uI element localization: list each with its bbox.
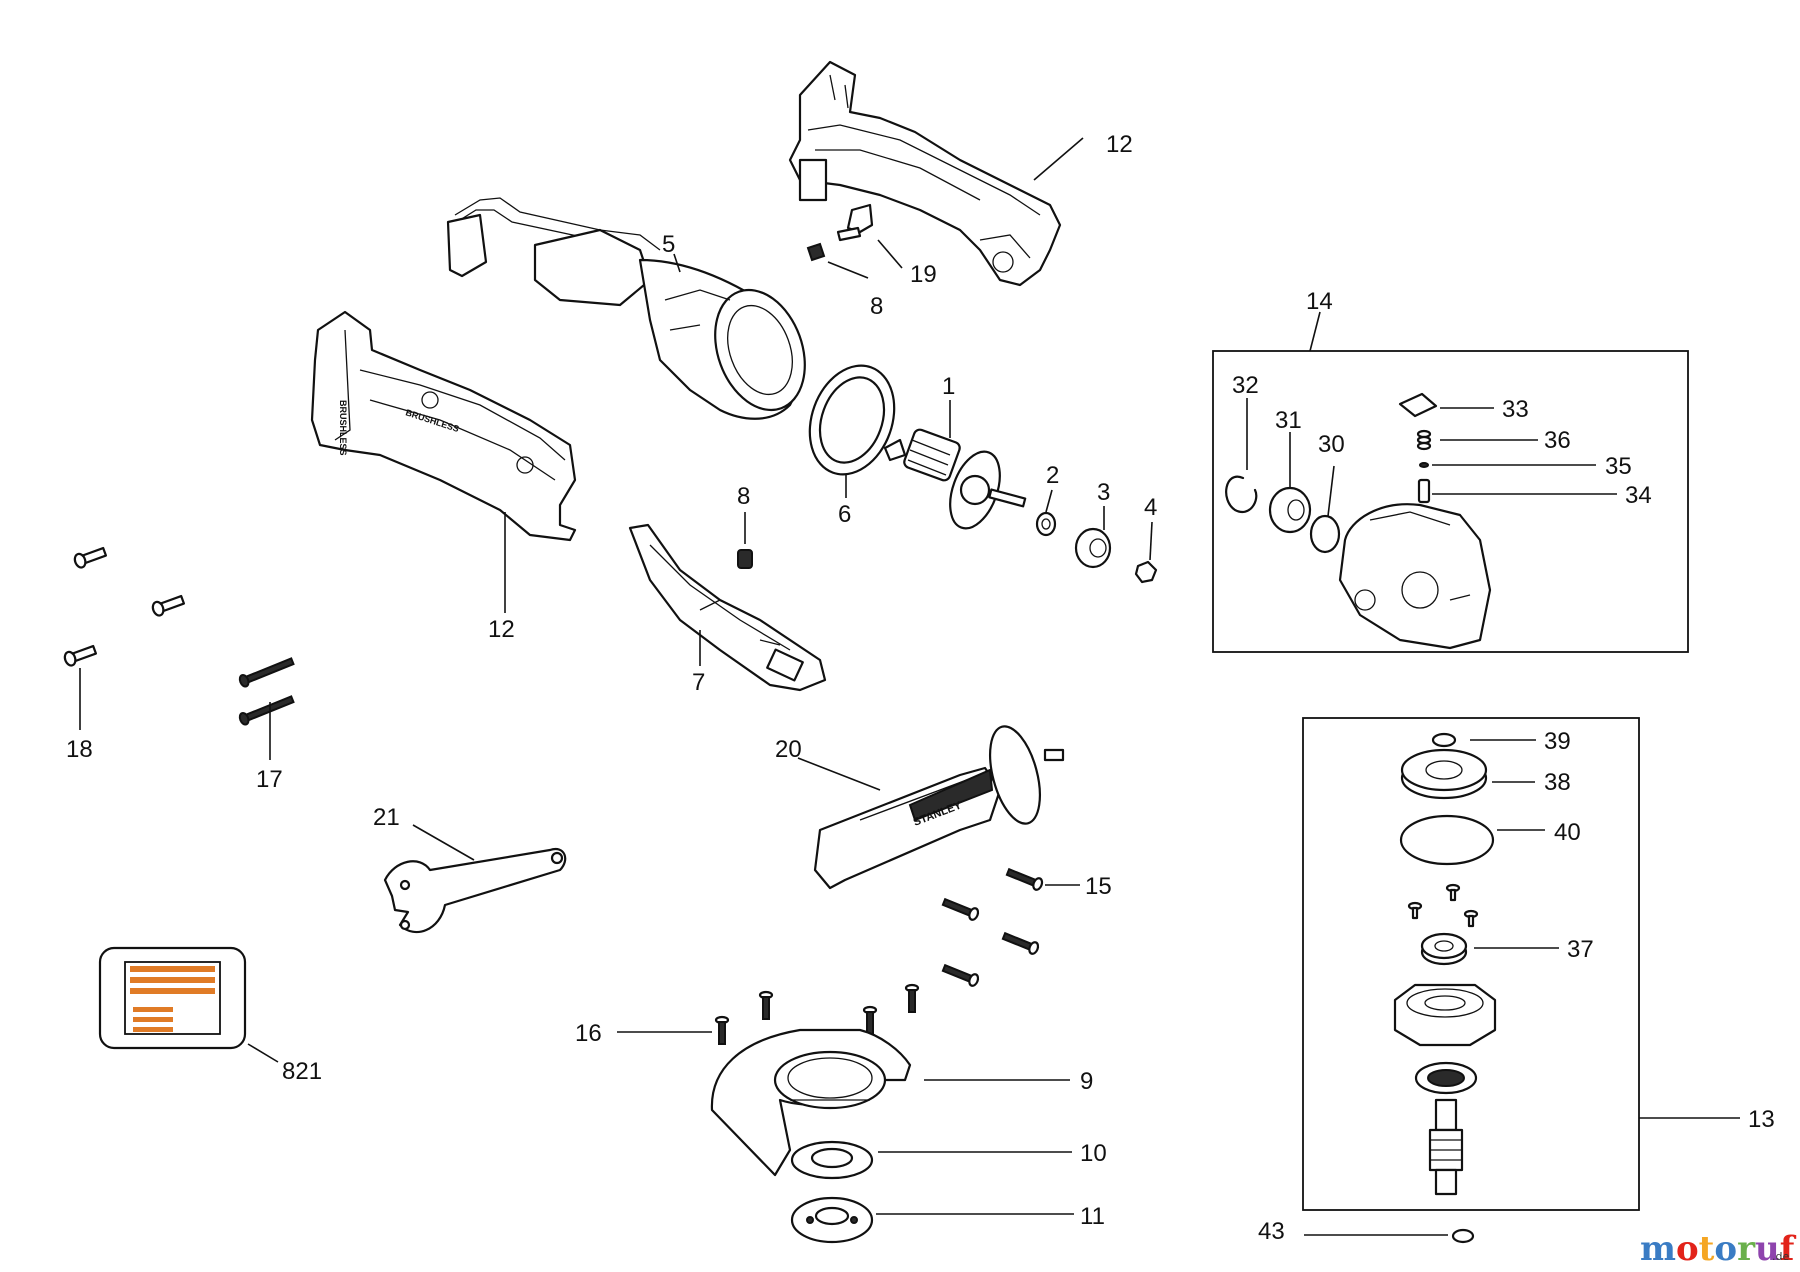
- bearing-37: [1420, 932, 1468, 966]
- sticker-stripe: [130, 966, 215, 972]
- retaining-ring-43: [1451, 1228, 1475, 1244]
- label-38: 38: [1544, 769, 1571, 796]
- label-10: 10: [1080, 1140, 1107, 1167]
- screws-17: [238, 657, 295, 726]
- armature: [883, 428, 1027, 530]
- watermark-letter: f: [1780, 1229, 1797, 1269]
- housing-side-text: BRUSHLESS: [338, 400, 348, 456]
- part-labels: 12 5 19 8 1 2 3 4 6 8 7 12 18 17 21 20 1…: [66, 131, 1775, 1245]
- lock-nut: [790, 1196, 874, 1244]
- washer-2: [1035, 511, 1057, 537]
- label-8-mid: 8: [737, 483, 750, 510]
- label-1: 1: [942, 373, 955, 400]
- label-40: 40: [1554, 819, 1581, 846]
- label-35: 35: [1605, 453, 1632, 480]
- sealing-ring: [808, 364, 896, 476]
- label-37: 37: [1567, 936, 1594, 963]
- bearing-3: [1074, 527, 1112, 569]
- label-12-top: 12: [1106, 131, 1133, 158]
- switch-assembly: [628, 523, 827, 692]
- side-handle: STANLEY: [813, 725, 1065, 890]
- watermark-letter: o: [1714, 1229, 1737, 1269]
- label-21: 21: [373, 804, 400, 831]
- watermark-text: motoruf: [1640, 1229, 1797, 1269]
- spanner-wrench: [383, 847, 567, 934]
- screws-16: [714, 983, 920, 1045]
- label-5: 5: [662, 231, 675, 258]
- label-15: 15: [1085, 873, 1112, 900]
- nut-4: [1134, 560, 1158, 584]
- label-821: 821: [282, 1058, 322, 1085]
- bearing-31: [1268, 486, 1312, 534]
- gear-housing: [1338, 503, 1492, 650]
- spring-36: [1416, 429, 1432, 451]
- watermark-letter: u: [1755, 1229, 1780, 1269]
- spring-middle: [737, 549, 753, 569]
- label-18: 18: [66, 736, 93, 763]
- label-4: 4: [1144, 494, 1157, 521]
- inner-flange: [790, 1140, 874, 1180]
- label-14: 14: [1306, 288, 1333, 315]
- o-ring-40: [1399, 814, 1495, 866]
- label-6: 6: [838, 501, 851, 528]
- label-43: 43: [1258, 1218, 1285, 1245]
- gear-washer: [1414, 1061, 1478, 1095]
- o-ring-30: [1309, 514, 1341, 554]
- label-13: 13: [1748, 1106, 1775, 1133]
- label-34: 34: [1625, 482, 1652, 509]
- label-33: 33: [1502, 396, 1529, 423]
- retaining-ring-39: [1431, 732, 1457, 748]
- sticker-stripe: [133, 1027, 173, 1032]
- screws-18: [63, 546, 186, 667]
- spindle: [1428, 1098, 1464, 1196]
- label-39: 39: [1544, 728, 1571, 755]
- motor-housing: [446, 197, 806, 420]
- bearing-plate: [1393, 983, 1497, 1047]
- switch-lever: [836, 203, 874, 242]
- label-31: 31: [1275, 407, 1302, 434]
- label-32: 32: [1232, 372, 1259, 399]
- sticker-stripe: [133, 1007, 173, 1012]
- washer-35: [1419, 462, 1429, 468]
- wheel-guard: [710, 1028, 912, 1177]
- label-30: 30: [1318, 431, 1345, 458]
- housing-half-lower: BRUSHLESS BRUSHLESS: [310, 310, 577, 542]
- spindle-kit-box: [1302, 717, 1640, 1211]
- label-16: 16: [575, 1020, 602, 1047]
- watermark-logo: motoruf .de: [1640, 1229, 1797, 1269]
- label-36: 36: [1544, 427, 1571, 454]
- watermark-letter: m: [1640, 1229, 1676, 1269]
- pin-34: [1417, 478, 1431, 504]
- label-19: 19: [910, 261, 937, 288]
- label-17: 17: [256, 766, 283, 793]
- housing-half-upper: [788, 60, 1062, 287]
- label-sticker: [98, 946, 247, 1050]
- watermark-letter: r: [1737, 1229, 1756, 1269]
- label-11: 11: [1080, 1203, 1105, 1230]
- leader-lines: [79, 137, 1740, 1236]
- label-2: 2: [1046, 462, 1059, 489]
- circlip-32: [1225, 475, 1258, 513]
- screws-15: [941, 867, 1044, 987]
- bearing-38: [1400, 748, 1488, 800]
- screws-37-small: [1407, 883, 1479, 928]
- label-8-top: 8: [870, 293, 883, 320]
- watermark-letter: t: [1699, 1229, 1715, 1269]
- label-7: 7: [692, 669, 705, 696]
- label-3: 3: [1097, 479, 1110, 506]
- sticker-stripe: [133, 1017, 173, 1022]
- sticker-stripe: [130, 977, 215, 983]
- sticker-stripe: [130, 988, 215, 994]
- spring-upper: [806, 242, 826, 262]
- label-12-mid: 12: [488, 616, 515, 643]
- watermark-letter: o: [1676, 1229, 1699, 1269]
- label-20: 20: [775, 736, 802, 763]
- watermark-suffix: .de: [1772, 1250, 1789, 1263]
- label-9: 9: [1080, 1068, 1093, 1095]
- lock-button-33: [1398, 392, 1438, 418]
- gear-head-kit-box: [1212, 350, 1689, 653]
